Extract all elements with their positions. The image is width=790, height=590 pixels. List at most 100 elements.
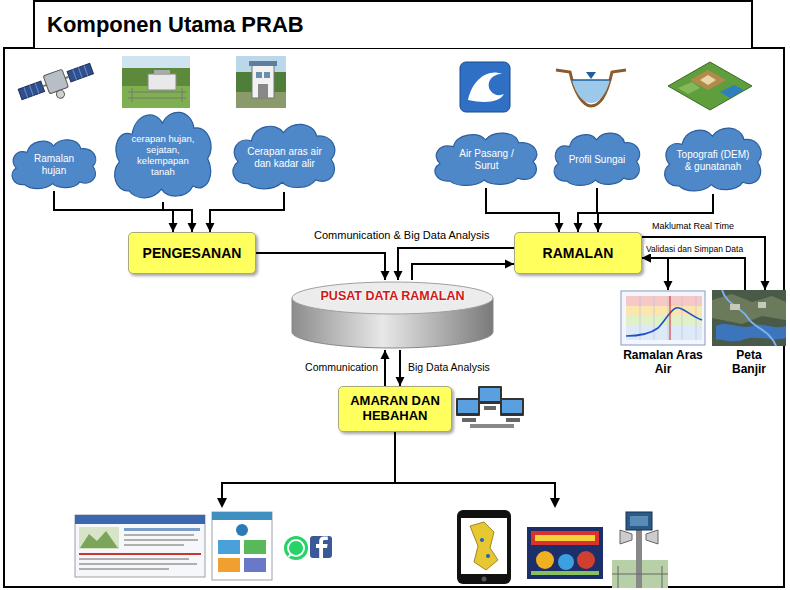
mobile-app-screenshot <box>212 512 272 520</box>
cloud-label-group: Cerapan aras air dan kadar alir <box>244 146 325 169</box>
node-label: Profil Sungai <box>563 154 631 166</box>
arrowhead <box>505 260 514 269</box>
mobile-app-screenshot <box>218 558 240 572</box>
edge-label: Big Data Analysis <box>406 361 492 374</box>
station-photo <box>122 56 190 108</box>
edge-label: Maklumat Real Time <box>650 221 736 232</box>
warning-poster <box>527 527 603 579</box>
connector-line <box>210 192 284 232</box>
computer-cluster-icon <box>480 388 500 401</box>
image-tile: Peta Banjir <box>712 290 786 379</box>
website-screenshot <box>79 558 189 560</box>
edge-label: Communication & Big Data Analysis <box>312 229 491 242</box>
satellite-icon <box>24 87 28 97</box>
chart-band <box>626 326 702 340</box>
node-label: Cerapan aras air dan kadar alir <box>244 146 325 169</box>
station-photo <box>182 88 183 102</box>
cloud-label-group: Air Pasang / Surut <box>446 148 527 171</box>
mobile-app-screenshot <box>244 558 266 572</box>
mobile-app-screenshot <box>244 540 266 554</box>
tablet-map <box>480 538 484 542</box>
connector <box>412 260 514 281</box>
station-photo <box>154 70 170 75</box>
station-photo <box>132 88 133 102</box>
cloud-shape: Cerapan aras air dan kadar alir <box>228 118 340 192</box>
chart-marker <box>670 296 671 340</box>
satellite-icon <box>67 63 93 82</box>
water-level-station-photo <box>236 56 286 108</box>
distribution-lines <box>221 482 556 484</box>
node-label: Ramalan hujan <box>21 153 87 176</box>
connector <box>256 253 390 280</box>
tide-icon <box>468 72 504 102</box>
connector <box>574 188 598 232</box>
arrowhead <box>555 223 564 232</box>
website-screenshot <box>75 515 205 577</box>
node-label: AMARAN DAN HEBAHAN <box>345 394 445 424</box>
arrowhead <box>206 223 215 232</box>
distribution-lines <box>554 483 556 500</box>
connector-line <box>642 237 765 290</box>
connector-line <box>398 248 514 280</box>
warning-poster <box>536 551 554 569</box>
terrain-dem-icon <box>678 82 700 94</box>
arrowhead <box>394 271 403 280</box>
satellite-icon <box>18 81 44 100</box>
cloud-shape: Profil Sungai <box>550 128 644 188</box>
cloud-outline <box>554 133 640 185</box>
image-tile: Ramalan Aras Air <box>620 290 706 379</box>
satellite-icon <box>17 60 98 111</box>
facebook-icon <box>310 536 332 558</box>
process-box: RAMALAN <box>514 232 642 274</box>
disc-label-group: PUSAT DATA RAMALAN <box>290 289 495 303</box>
computer-cluster-icon <box>478 386 502 404</box>
connector-line <box>486 188 559 232</box>
arrowhead <box>169 223 178 232</box>
connector <box>642 254 745 291</box>
node-label: Peta Banjir <box>725 349 773 377</box>
website-screenshot <box>75 515 205 524</box>
cloud-outline <box>115 112 211 197</box>
whatsapp-icon <box>287 553 293 558</box>
computer-cluster-icon <box>484 406 496 410</box>
process-box: PENGESANAN <box>128 232 256 274</box>
water-level-station-photo <box>256 72 262 78</box>
terrain-dem-icon <box>720 85 744 98</box>
siren-pole <box>630 516 648 526</box>
whatsapp-icon <box>284 536 308 560</box>
arrowhead <box>664 281 673 290</box>
facebook-icon <box>310 536 332 558</box>
connector <box>396 350 405 386</box>
chart-ground <box>621 291 705 345</box>
siren-pole <box>646 530 658 544</box>
tablet-map <box>486 554 490 558</box>
cloud-label-group: Profil Sungai <box>563 154 631 166</box>
tablet-map <box>470 522 498 570</box>
mobile-app-screenshot <box>212 512 272 580</box>
connector <box>381 350 390 386</box>
satellite-icon <box>30 85 34 95</box>
arrowhead <box>217 498 227 508</box>
node-label: Air Pasang / Surut <box>446 148 527 171</box>
satellite-icon <box>43 69 68 94</box>
station-photo <box>128 98 186 99</box>
flood-map-image <box>712 290 786 346</box>
node-label: PENGESANAN <box>143 245 242 261</box>
whatsapp-icon <box>284 536 308 560</box>
river-profile-icon <box>572 80 610 103</box>
title-text: Komponen Utama PRAB <box>35 2 751 48</box>
computer-cluster-icon <box>456 386 524 428</box>
computer-cluster-icon <box>458 400 478 413</box>
connector-line <box>642 258 745 290</box>
cloud-outline <box>233 124 335 189</box>
connector <box>163 202 197 232</box>
warning-poster <box>531 531 599 545</box>
map-block <box>730 304 740 310</box>
arrowhead <box>550 498 560 508</box>
siren-pole <box>620 530 632 544</box>
box-label-group: AMARAN DAN HEBAHAN <box>345 394 445 424</box>
map-ground <box>712 290 786 346</box>
cloud-outline <box>435 133 537 185</box>
computer-cluster-icon <box>506 418 520 422</box>
arrowhead <box>761 281 770 290</box>
